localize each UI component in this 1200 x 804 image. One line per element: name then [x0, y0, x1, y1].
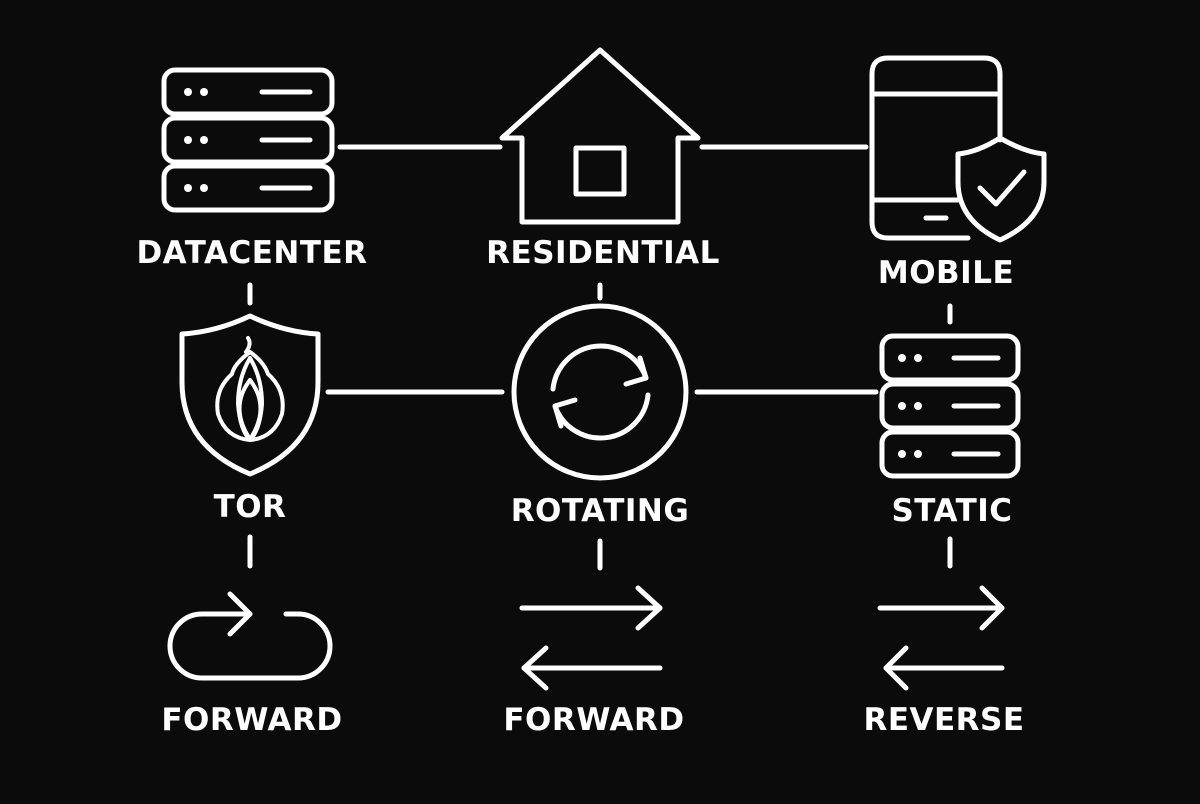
- label-forward-loop: FORWARD: [161, 702, 343, 738]
- label-tor: TOR: [213, 489, 287, 525]
- rotate-circle-icon: [511, 303, 689, 481]
- bidirectional-arrows-icon: [877, 585, 1005, 691]
- bidirectional-arrows-icon: [519, 585, 663, 691]
- server-stack-icon: [161, 67, 335, 213]
- label-rotating: ROTATING: [510, 493, 690, 529]
- server-stack-icon: [879, 333, 1021, 479]
- label-datacenter: DATACENTER: [136, 235, 368, 271]
- connectors: [247, 144, 953, 571]
- onion-shield-icon: [179, 313, 321, 477]
- label-reverse-arrows: REVERSE: [863, 702, 1025, 738]
- label-mobile: MOBILE: [877, 255, 1015, 291]
- phone-shield-icon: [869, 55, 1047, 243]
- label-residential: RESIDENTIAL: [486, 235, 720, 271]
- loop-arrow-icon: [167, 591, 333, 681]
- label-forward-arrows: FORWARD: [503, 702, 685, 738]
- label-static: STATIC: [891, 493, 1013, 529]
- house-icon: [499, 47, 701, 225]
